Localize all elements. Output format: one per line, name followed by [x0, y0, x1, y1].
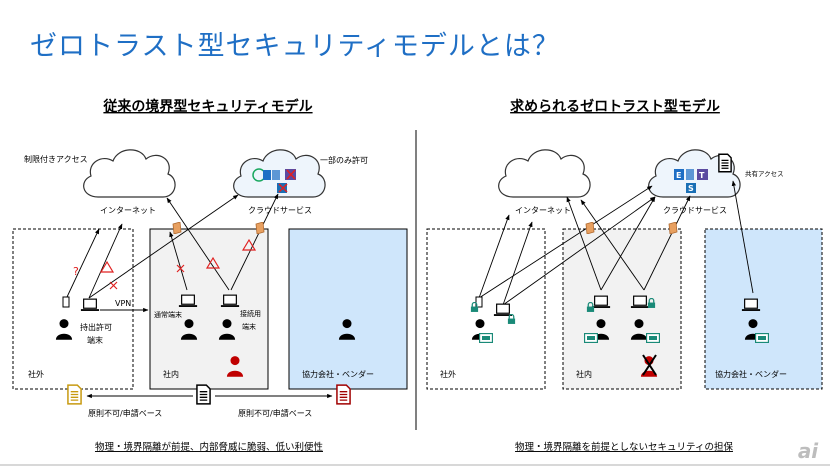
laptop-icon [80, 298, 100, 312]
app-icons-right: E T S [674, 169, 708, 193]
blocked-x-icon [642, 354, 657, 376]
question-mark: ? [73, 265, 79, 278]
sharepoint-letter: S [688, 184, 694, 193]
sharepoint-icon [686, 183, 696, 193]
zone-partner-label-right: 協力会社・ベンダー [715, 369, 787, 379]
laptop-icon [493, 303, 513, 317]
restricted-access-label: 制限付きアクセス [24, 154, 88, 164]
footer-line [0, 464, 830, 466]
internet-label-left: インターネット [100, 206, 156, 215]
zone-outside-right [426, 228, 546, 390]
right-heading: 求められるゼロトラスト型モデル [510, 98, 720, 115]
smartphone-icon [475, 296, 483, 308]
firewall-icon [172, 222, 182, 234]
laptop-icon [220, 294, 240, 308]
cloud-label-right: クラウドサービス [663, 206, 727, 215]
page-title: ゼロトラスト型セキュリティモデルとは？ [30, 31, 560, 62]
firewall-icon [668, 222, 678, 234]
warning-triangle-icon [241, 238, 257, 251]
id-card-icon [646, 333, 660, 343]
document-partner-icon [336, 384, 351, 405]
teams-letter: T [699, 171, 705, 180]
connect-device-label: 接続用 [240, 309, 261, 318]
normal-device-label: 通常端末 [154, 310, 182, 319]
blocked-x-icon [109, 281, 118, 290]
document-outside-icon [67, 384, 82, 405]
policy-label-left: 原則不可/申請ベース [88, 408, 162, 418]
cloud-label-left: クラウドサービス [248, 206, 312, 215]
zone-inside-label-left: 社内 [163, 369, 179, 379]
internet-cloud-left [83, 149, 176, 198]
logo: ai [798, 439, 819, 463]
zone-outside-label-right: 社外 [440, 369, 456, 379]
zone-inside-right [562, 228, 682, 390]
teams-icon [697, 169, 708, 180]
shared-access-label: 共有アクセス [745, 169, 784, 178]
outlook-icon [263, 170, 271, 180]
zone-partner-label-left: 協力会社・ベンダー [302, 369, 374, 379]
exchange-letter: E [676, 171, 681, 180]
smartphone-icon [62, 296, 70, 308]
vpn-label: VPN [115, 299, 131, 308]
policy-label-right: 原則不可/申請ベース [238, 408, 312, 418]
id-card-icon [755, 333, 769, 343]
internet-label-right: インターネット [515, 206, 571, 215]
warning-triangle-icon [205, 256, 221, 269]
id-card-icon [479, 333, 493, 343]
id-card-icon [584, 333, 598, 343]
document-icon [196, 384, 211, 405]
warning-triangle-icon [99, 260, 115, 273]
zone-inside-left [149, 228, 269, 390]
laptop-icon [178, 294, 198, 308]
zone-partner-right [704, 228, 823, 390]
outlook-icon [686, 169, 694, 180]
right-caption: 物理・境界隔離を前提としないセキュリティの担保 [515, 441, 733, 453]
zone-outside-left [12, 228, 134, 390]
zone-outside-label-left: 社外 [28, 369, 44, 379]
carryout-device-label-2: 端末 [87, 335, 103, 345]
connection-arrows-left [66, 193, 279, 313]
internet-cloud-right [498, 149, 591, 198]
laptop-icon [591, 295, 611, 309]
connection-arrows-right [478, 180, 754, 306]
exchange-icon [674, 169, 684, 180]
left-heading: 従来の境界型セキュリティモデル [102, 98, 312, 115]
zone-inside-label-right: 社内 [576, 369, 592, 379]
blocked-x-icon [176, 264, 185, 273]
exchange-icon [272, 170, 280, 180]
partial-allow-label: 一部のみ許可 [320, 155, 368, 165]
shared-document-icon [718, 153, 732, 173]
laptop-icon [741, 298, 761, 312]
laptop-icon [630, 295, 650, 309]
warning-marks-left [99, 238, 257, 290]
app-icons-left [252, 168, 296, 193]
carryout-device-label: 持出許可 [80, 322, 112, 332]
firewall-icon [585, 222, 595, 234]
firewall-icon [255, 222, 265, 234]
blocked-x-icon [278, 169, 296, 193]
left-caption: 物理・境界隔離が前提、内部脅威に脆弱、低い利便性 [95, 441, 324, 453]
zone-partner-left [288, 228, 408, 390]
connect-device-label-2: 端末 [242, 322, 256, 331]
